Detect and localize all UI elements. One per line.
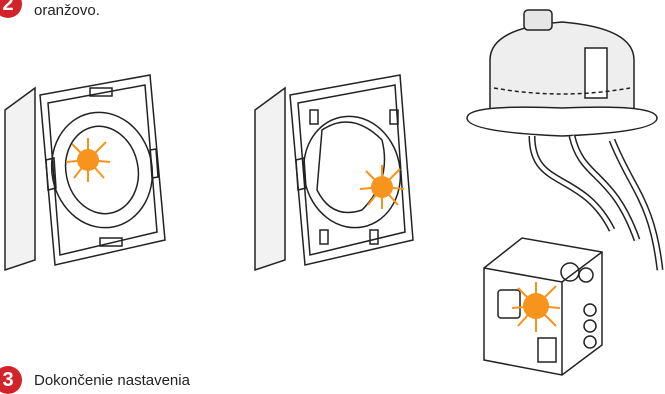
- step-badge: 3: [0, 366, 22, 394]
- ceiling-lamp-micromodule-illustration: [462, 0, 665, 383]
- step-badge: 2: [0, 0, 22, 18]
- wall-switch-mechanism-illustration: [250, 70, 430, 270]
- step-text: oranžovo.: [34, 2, 100, 19]
- step-text: Dokončenie nastavenia: [34, 372, 190, 389]
- wall-switch-frame-illustration: [0, 70, 190, 270]
